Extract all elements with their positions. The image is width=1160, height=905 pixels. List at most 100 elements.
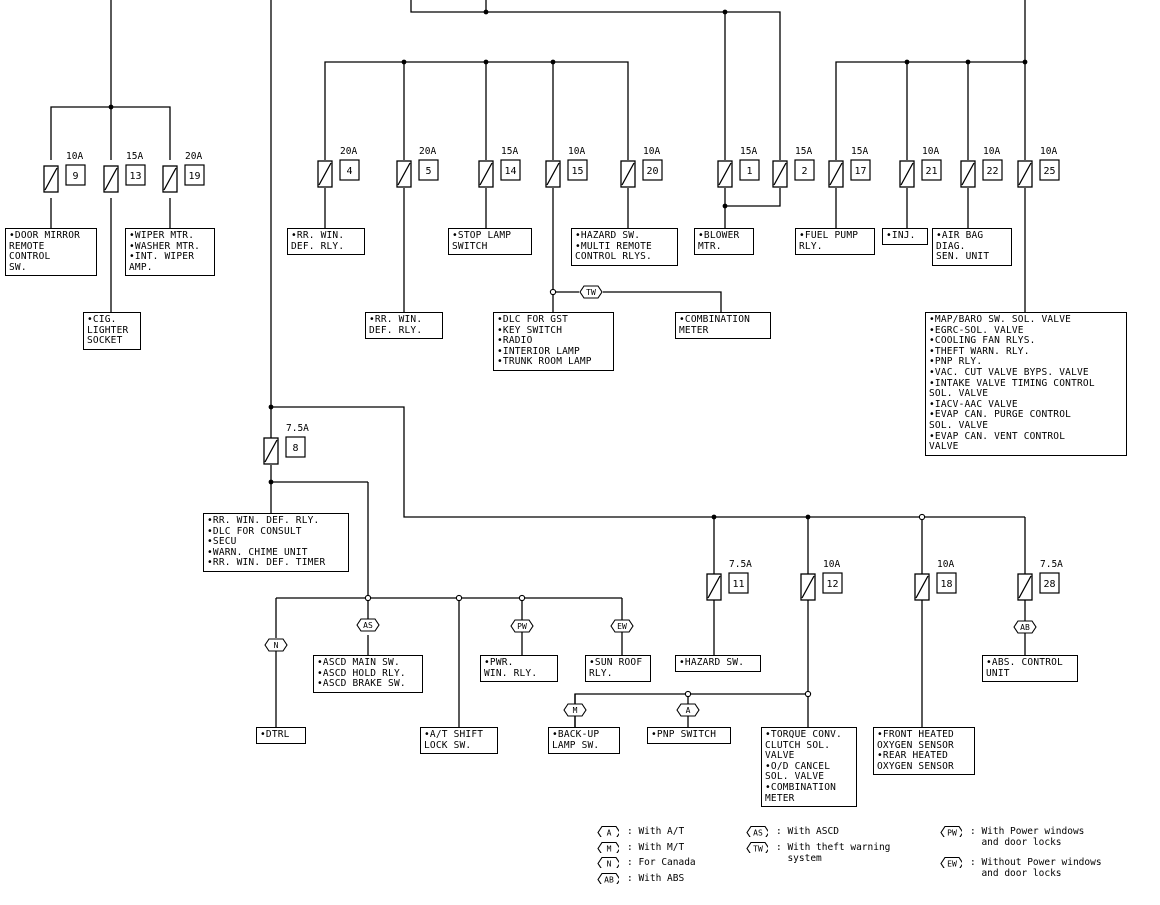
legend-symbol-label: EW	[947, 860, 957, 869]
fuse-number: 5	[425, 166, 431, 177]
legend-text: : With M/T	[627, 842, 685, 853]
fuse-number-box	[921, 159, 942, 181]
fuse-number-box	[936, 572, 957, 594]
fuse-slash	[163, 167, 177, 191]
box-line: •RR. WIN. DEF. TIMER	[207, 557, 326, 569]
box-fuse8-group: •RR. WIN. DEF. RLY.•DLC FOR CONSULT•SECU…	[203, 513, 349, 572]
box-line: •STOP LAMP	[452, 230, 512, 241]
fuse-rating: 15A	[740, 146, 757, 157]
box-line: •SUN ROOF	[589, 657, 643, 668]
box-line: METER	[679, 324, 709, 336]
box-line: •TRUNK ROOM LAMP	[497, 356, 592, 368]
fuse-number-box	[339, 159, 360, 181]
box-line: •INTERIOR LAMP	[497, 345, 580, 357]
legend-item: PW : With Power windows and door locks	[940, 826, 1084, 848]
box-line: •ASCD HOLD RLY.	[317, 667, 406, 679]
fuse-number: 21	[925, 166, 937, 177]
tag-hexagon	[579, 285, 603, 299]
fuse-rating: 10A	[568, 146, 585, 157]
box-line: •WARN. CHIME UNIT	[207, 546, 308, 558]
fuse-slash	[829, 162, 843, 186]
box-line: SOCKET	[87, 335, 123, 347]
legend-hexagon	[746, 842, 768, 853]
fuse-number: 14	[504, 166, 516, 177]
fuse-number: 22	[986, 166, 998, 177]
legend-text: : With ABS	[627, 873, 685, 884]
box-line: •VAC. CUT VALVE BYPS. VALVE	[929, 366, 1089, 378]
tag-ascd: AS	[356, 618, 380, 632]
fuse-rating: 15A	[795, 146, 812, 157]
box-line: METER	[765, 792, 795, 804]
fuse-number: 25	[1043, 166, 1055, 177]
box-line: •PNP RLY.	[929, 356, 983, 368]
fuse-rating: 10A	[1040, 146, 1057, 157]
fuse-slash	[104, 167, 118, 191]
junctions	[108, 9, 1028, 698]
legend-symbol-label: PW	[947, 829, 957, 838]
fuse-slash	[900, 162, 914, 186]
legend-hexagon	[597, 826, 619, 837]
legend-symbol: AS	[746, 826, 768, 837]
legend-symbol-label: TW	[753, 845, 763, 854]
fuse-slash	[318, 162, 332, 186]
box-line: SWITCH	[452, 240, 488, 252]
fuse-slash	[915, 575, 929, 599]
box-line: •KEY SWITCH	[497, 324, 563, 336]
box-line: •COOLING FAN RLYS.	[929, 335, 1036, 347]
legend-text: : Without Power windows and door locks	[970, 857, 1102, 879]
box-line: •MULTI REMOTE	[575, 240, 652, 252]
box-line: •INJ.	[886, 230, 916, 241]
box-engine-group: •MAP/BARO SW. SOL. VALVE•EGRC-SOL. VALVE…	[925, 312, 1127, 456]
box-line: •WIPER MTR.	[129, 230, 195, 241]
fuse-number: 11	[732, 579, 744, 590]
box-inj: •INJ.	[882, 228, 928, 245]
box-line: •INT. WIPER	[129, 251, 195, 263]
box-line: VALVE	[765, 750, 795, 762]
fuse-5: 20A 5	[396, 146, 439, 188]
tag-without-power-windows: EW	[610, 619, 634, 633]
box-line: REMOTE	[9, 240, 45, 252]
box-line: •FRONT HEATED	[877, 729, 954, 740]
box-line: AMP.	[129, 261, 153, 273]
fuse-21: 10A 21	[899, 146, 942, 188]
legend-symbol: TW	[746, 842, 768, 853]
box-line: MTR.	[698, 240, 722, 252]
fuse-number-box	[567, 159, 588, 181]
fuse-number-box	[728, 572, 749, 594]
fuse-number: 18	[940, 579, 952, 590]
fuse-rating: 7.5A	[1040, 559, 1063, 570]
box-line: •IACV-AAC VALVE	[929, 398, 1018, 410]
tag-label: PW	[517, 622, 527, 631]
fuse-rating: 10A	[922, 146, 939, 157]
box-dlc-group: •DLC FOR GST•KEY SWITCH•RADIO•INTERIOR L…	[493, 312, 614, 371]
box-hazard-sw: •HAZARD SW.	[675, 655, 761, 672]
fuse-rating: 20A	[419, 146, 436, 157]
box-rr-win-def-5: •RR. WIN.DEF. RLY.	[365, 312, 443, 340]
tag-label: M	[573, 706, 578, 715]
fuse-number: 12	[826, 579, 838, 590]
box-line: LAMP SW.	[552, 739, 600, 751]
fuse-slash	[621, 162, 635, 186]
box-line: •RADIO	[497, 335, 533, 347]
box-line: •DLC FOR GST	[497, 314, 569, 325]
fuse-number: 9	[72, 171, 78, 182]
box-line: OXYGEN SENSOR	[877, 739, 954, 751]
tag-hexagon	[610, 619, 634, 633]
legend-text: : With Power windows and door locks	[970, 826, 1085, 848]
fuse-slash	[264, 439, 278, 463]
legend-item: M: With M/T	[597, 842, 684, 853]
box-line: OXYGEN SENSOR	[877, 760, 954, 772]
fuse-slash	[718, 162, 732, 186]
legend-item: A: With A/T	[597, 826, 684, 837]
fuse-slash	[397, 162, 411, 186]
box-line: •AIR BAG	[936, 230, 984, 241]
fuse-slash	[773, 162, 787, 186]
box-line: •FUEL PUMP	[799, 230, 859, 241]
legend-symbol-label: N	[607, 860, 612, 869]
box-line: •HAZARD SW.	[575, 230, 641, 241]
